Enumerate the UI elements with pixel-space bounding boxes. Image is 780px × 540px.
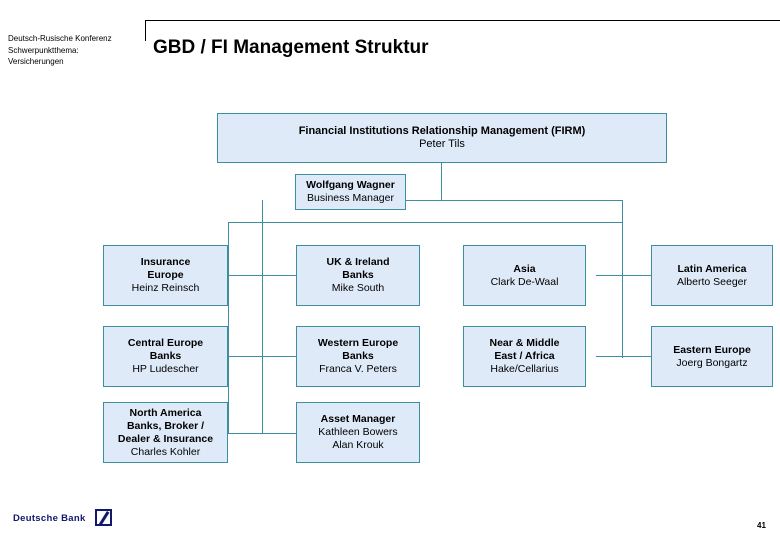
- connector-inner-spine: [262, 200, 263, 433]
- org-node-western-europe-banks[interactable]: Western Europe Banks Franca V. Peters: [296, 326, 420, 387]
- org-node-title: Latin America: [677, 262, 747, 275]
- org-node-title-2: Banks: [342, 350, 374, 362]
- org-node-asia[interactable]: Asia Clark De-Waal: [463, 245, 586, 306]
- org-node-title-2: Banks: [342, 269, 374, 281]
- connector-row2-left: [228, 356, 296, 357]
- org-node-person: Mike South: [331, 282, 385, 294]
- connector-row1-right: [596, 275, 651, 276]
- org-node-uk-ireland-banks[interactable]: UK & Ireland Banks Mike South: [296, 245, 420, 306]
- logo-slash-stroke: [98, 510, 109, 525]
- header-kicker-line-1: Deutsch-Rusische Konferenz: [8, 34, 112, 43]
- org-node-title: Near & Middle: [489, 337, 560, 349]
- org-node-title: Asia: [513, 262, 536, 275]
- org-node-root[interactable]: Financial Institutions Relationship Mana…: [217, 113, 667, 163]
- org-node-title: UK & Ireland: [326, 256, 390, 268]
- org-node-title-2: Europe: [147, 269, 184, 281]
- org-node-title-2: Banks: [149, 350, 182, 362]
- org-node-person: Joerg Bongartz: [676, 356, 748, 369]
- org-node-person: Hake/Cellarius: [490, 363, 559, 375]
- org-node-title: Asset Manager: [320, 413, 396, 425]
- header-kicker-line-2: Schwerpunktthema:: [8, 45, 79, 55]
- connector-right-spine-lower: [622, 258, 623, 358]
- org-node-title: Central Europe: [127, 337, 204, 349]
- header-kicker: Deutsch-Rusische Konferenz Schwerpunktth…: [8, 33, 148, 68]
- org-node-title: Eastern Europe: [673, 343, 751, 356]
- connector-main-bus: [228, 222, 623, 223]
- header-horizontal-rule: [145, 20, 780, 21]
- org-node-person: Alberto Seeger: [676, 275, 748, 288]
- org-node-person: Franca V. Peters: [319, 363, 397, 375]
- org-node-person: Kathleen Bowers: [318, 426, 398, 438]
- brand-name: Deutsche Bank: [13, 513, 86, 524]
- page-number: 41: [757, 521, 766, 530]
- org-node-asset-manager[interactable]: Asset Manager Kathleen Bowers Alan Krouk: [296, 402, 420, 463]
- org-node-near-middle-east-africa[interactable]: Near & Middle East / Africa Hake/Cellari…: [463, 326, 586, 387]
- org-node-business-manager-title: Wolfgang Wagner: [306, 179, 395, 191]
- page-title: GBD / FI Management Struktur: [153, 37, 429, 58]
- header-vertical-rule: [145, 20, 146, 41]
- connector-left-spine: [228, 222, 229, 433]
- org-node-person: Heinz Reinsch: [131, 282, 200, 294]
- deutsche-bank-slash-logo-icon: [95, 509, 112, 526]
- org-node-central-europe-banks[interactable]: Central Europe Banks HP Ludescher: [103, 326, 228, 387]
- org-node-business-manager-person: Business Manager: [307, 192, 394, 204]
- connector-right-spine: [622, 200, 623, 258]
- header-kicker-line-3: Versicherungen: [8, 57, 64, 66]
- connector-row1-left: [228, 275, 296, 276]
- org-node-north-america[interactable]: North America Banks, Broker / Dealer & I…: [103, 402, 228, 463]
- org-node-title: Western Europe: [317, 337, 399, 349]
- org-node-latin-america[interactable]: Latin America Alberto Seeger: [651, 245, 773, 306]
- org-node-eastern-europe[interactable]: Eastern Europe Joerg Bongartz: [651, 326, 773, 387]
- connector-root-down: [441, 163, 442, 200]
- connector-row3-left: [228, 433, 296, 434]
- org-node-person: Clark De-Waal: [490, 275, 559, 288]
- org-node-business-manager[interactable]: Wolfgang Wagner Business Manager: [295, 174, 406, 210]
- org-node-person: HP Ludescher: [132, 363, 199, 375]
- org-node-insurance-europe[interactable]: Insurance Europe Heinz Reinsch: [103, 245, 228, 306]
- org-node-person: Charles Kohler: [130, 445, 201, 458]
- org-node-title: Insurance: [140, 256, 191, 268]
- org-node-person-2: Alan Krouk: [332, 439, 384, 451]
- org-node-title: North America: [129, 406, 202, 419]
- org-node-root-person: Peter Tils: [419, 138, 465, 150]
- connector-bm-right: [406, 200, 623, 201]
- org-node-title-2: Banks, Broker /: [126, 419, 205, 432]
- connector-row2-right: [596, 356, 651, 357]
- org-node-title-3: Dealer & Insurance: [117, 432, 214, 445]
- org-node-title-2: East / Africa: [494, 350, 555, 362]
- org-node-root-title: Financial Institutions Relationship Mana…: [298, 125, 586, 137]
